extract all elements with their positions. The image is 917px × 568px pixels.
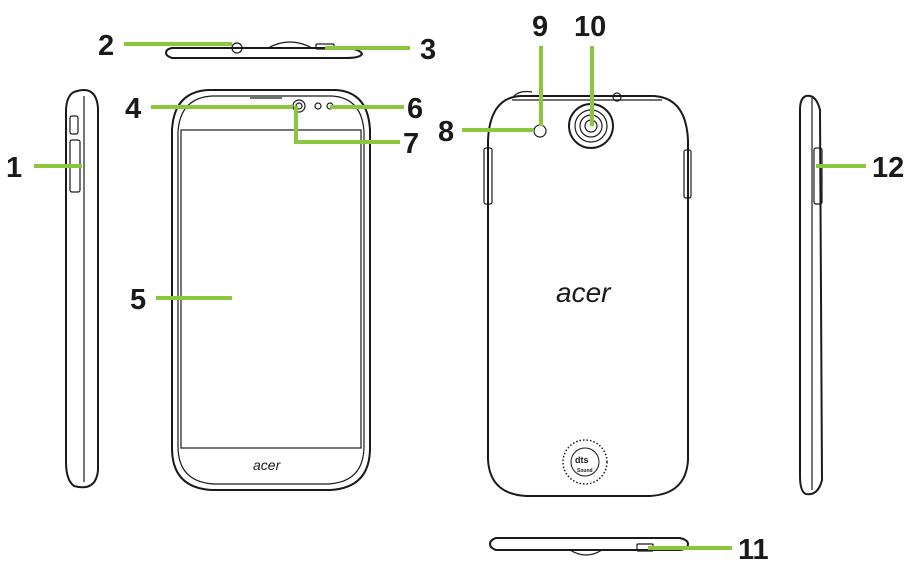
callout-7: 7	[403, 128, 419, 160]
headphone-jack-shape	[231, 42, 243, 54]
top-edge-view	[164, 41, 364, 59]
callout-numbers: 1 2 3 4 5 6 7 8 9 10 11 12	[6, 11, 904, 566]
right-side-view	[799, 94, 824, 496]
callout-8: 8	[438, 116, 454, 148]
leader-lines	[34, 42, 866, 550]
callout-10: 10	[574, 11, 606, 43]
dts-badge-main-text: dts	[575, 455, 589, 465]
left-side-view	[65, 89, 99, 489]
front-view: acer	[171, 89, 371, 491]
leader-line-7	[294, 106, 400, 144]
proximity-sensor-shape	[314, 102, 322, 110]
side-key-shape	[813, 147, 823, 205]
display-screen-shape	[180, 129, 362, 449]
callout-12: 12	[872, 152, 904, 184]
back-view: acer dts Sound	[483, 90, 692, 497]
dts-badge-sub-text: Sound	[577, 468, 593, 474]
back-acer-logo: acer	[556, 277, 612, 308]
dts-sound-badge: dts Sound	[562, 439, 608, 485]
callout-5: 5	[130, 284, 146, 316]
front-acer-logo: acer	[253, 457, 282, 473]
callout-1: 1	[6, 152, 22, 184]
callout-9: 9	[532, 11, 548, 43]
callout-4: 4	[125, 93, 141, 125]
callout-3: 3	[420, 34, 436, 66]
callout-11: 11	[738, 534, 769, 566]
callout-6: 6	[407, 93, 423, 125]
callout-2: 2	[98, 30, 114, 62]
